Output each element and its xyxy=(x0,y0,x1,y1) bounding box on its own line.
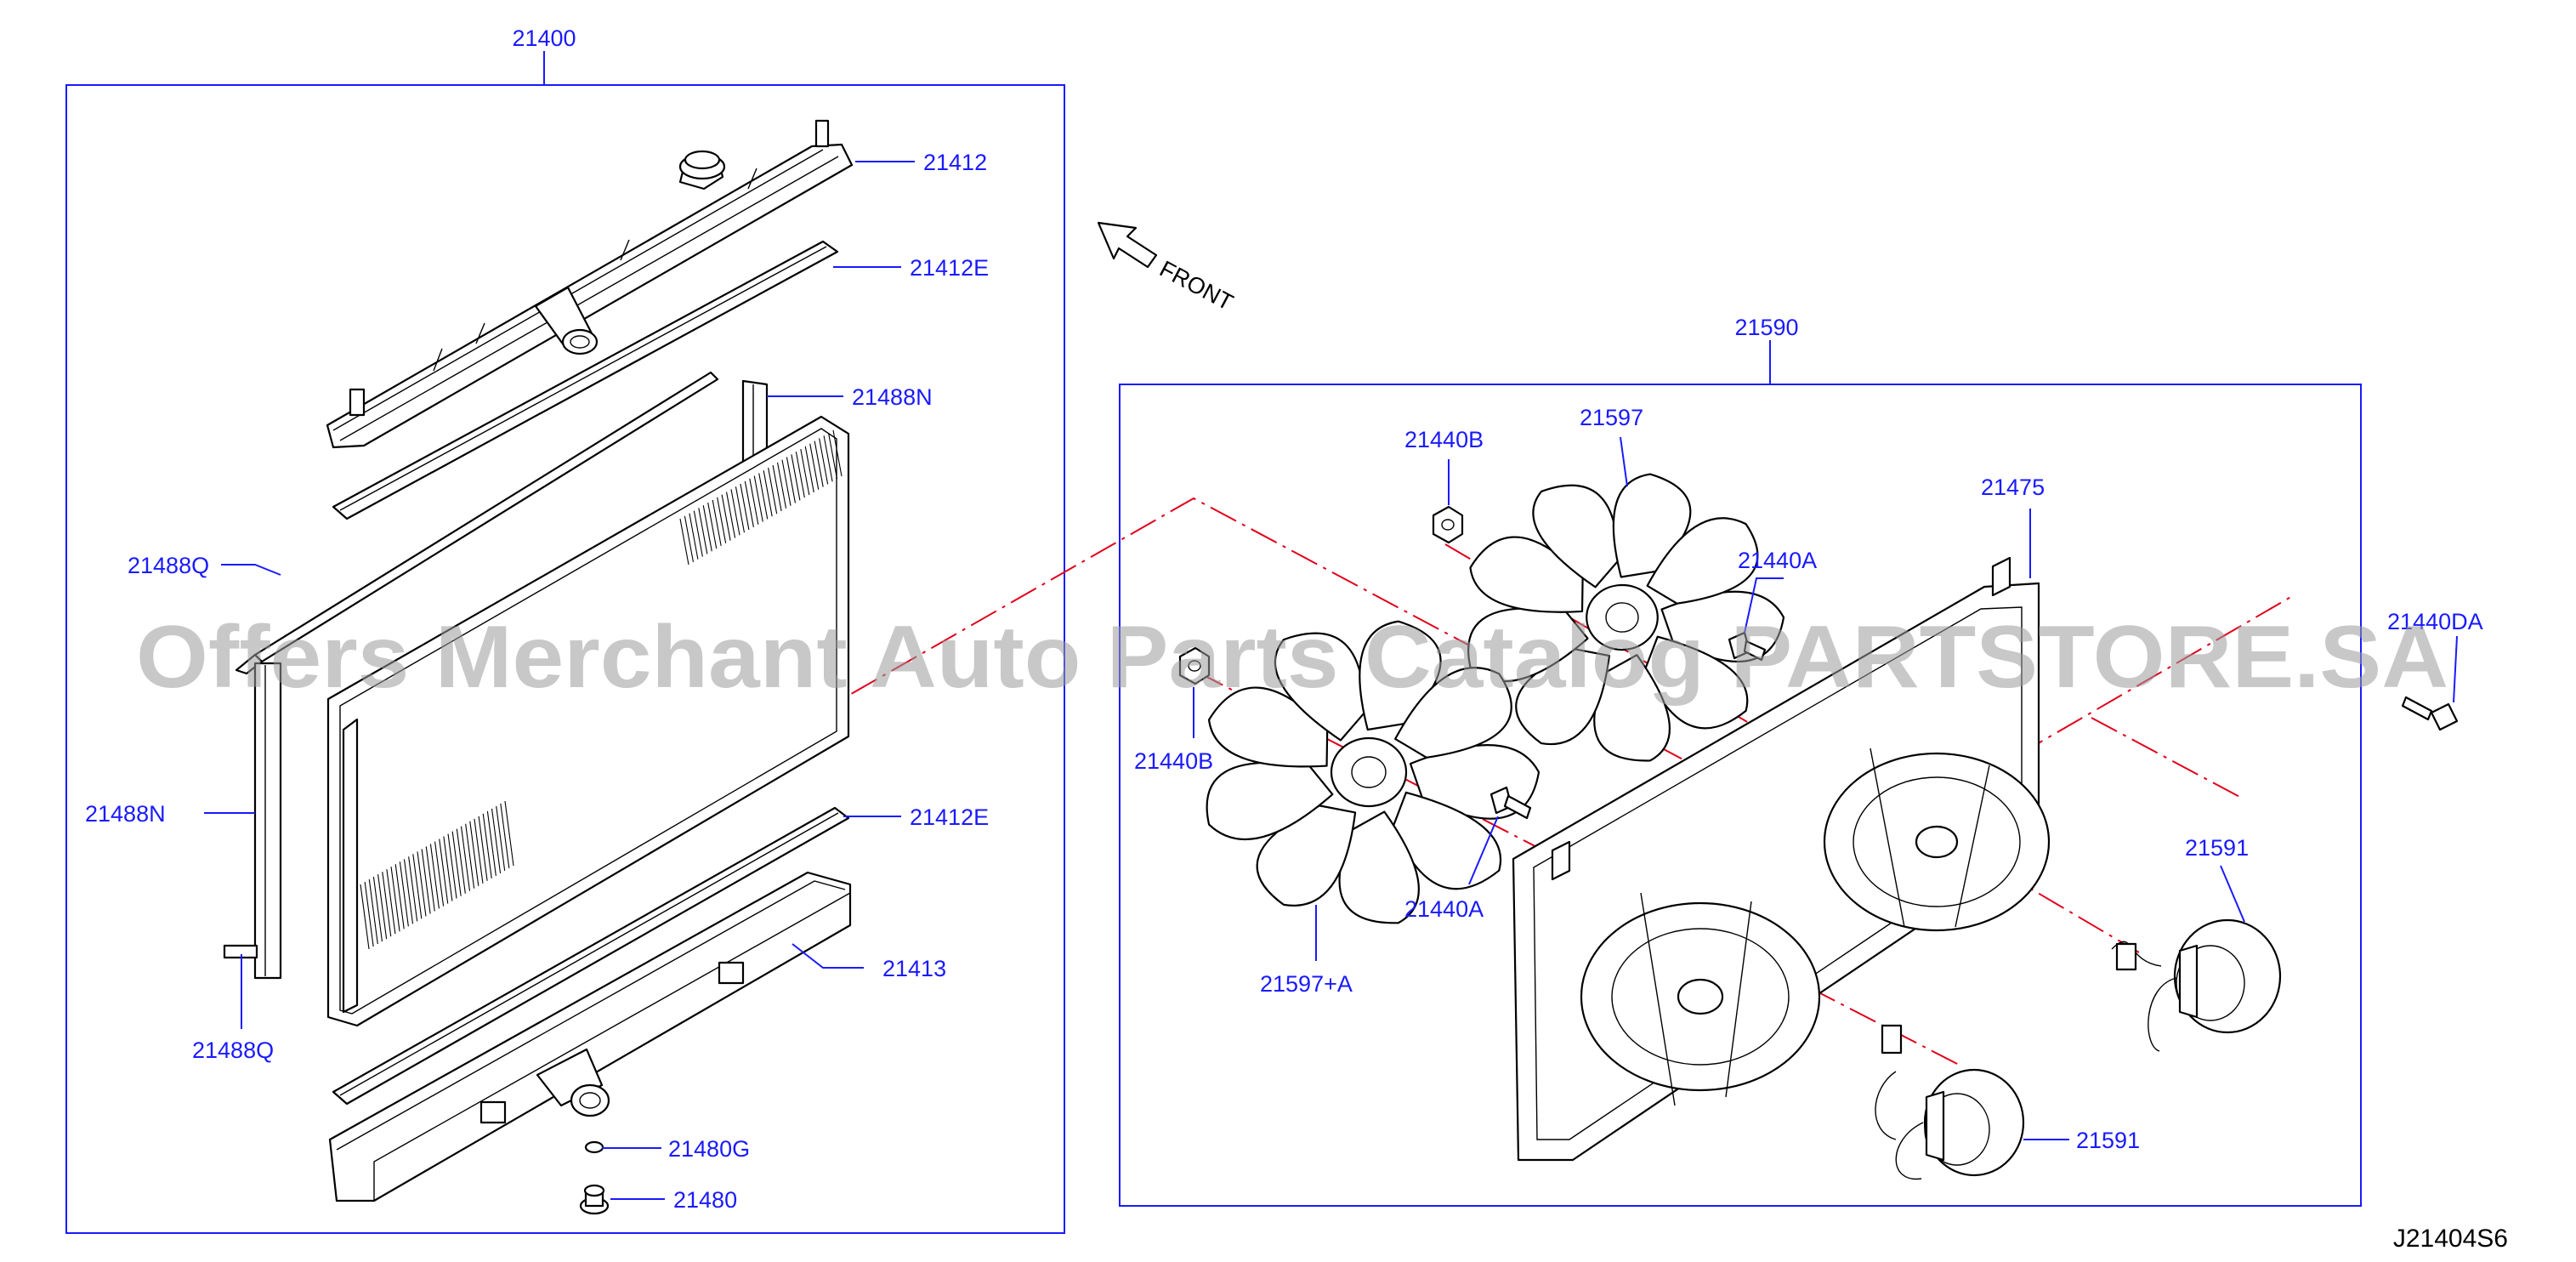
drain-plug[interactable] xyxy=(579,1184,610,1215)
radiator-core-fins-top xyxy=(679,429,843,566)
callout-21488n-right[interactable]: 21488N xyxy=(852,384,933,410)
callout-21591-right[interactable]: 21591 xyxy=(2185,835,2249,861)
drain-plug-o-ring[interactable] xyxy=(584,1140,604,1154)
radiator-lower-tank[interactable] xyxy=(328,871,852,1202)
callout-21440da[interactable]: 21440DA xyxy=(2387,609,2483,634)
callout-21412e-bottom[interactable]: 21412E xyxy=(910,804,989,830)
callout-21597-a[interactable]: 21597+A xyxy=(1260,971,1353,997)
watermark-text: Offers Merchant Auto Parts Catalog PARTS… xyxy=(136,608,2448,707)
callout-21480[interactable]: 21480 xyxy=(673,1187,737,1213)
callout-21475[interactable]: 21475 xyxy=(1981,475,2045,500)
upper-tank-gasket[interactable] xyxy=(332,240,839,520)
front-direction-label: FRONT xyxy=(1155,256,1237,316)
diagram-reference-code: J21404S6 xyxy=(2393,1225,2508,1253)
fan-shroud[interactable] xyxy=(1512,556,2051,1162)
callout-21597[interactable]: 21597 xyxy=(1580,405,1643,430)
fan-nut-left[interactable] xyxy=(1178,646,1211,685)
radiator-core[interactable] xyxy=(326,415,850,1027)
callout-21412e-top[interactable]: 21412E xyxy=(910,255,989,281)
callout-21488q-bottom[interactable]: 21488Q xyxy=(192,1037,274,1063)
radiator-group-frame xyxy=(65,84,1065,1234)
callout-21488q-top[interactable]: 21488Q xyxy=(128,553,209,578)
radiator-side-seal-left[interactable] xyxy=(223,662,282,980)
callout-21440a-bottom[interactable]: 21440A xyxy=(1404,896,1484,922)
cooling-fan-blade-upper[interactable] xyxy=(1467,473,1785,762)
callout-21413[interactable]: 21413 xyxy=(882,956,946,981)
lower-tank-gasket[interactable] xyxy=(332,806,850,1106)
fan-motor-right[interactable] xyxy=(2111,918,2282,1052)
callout-21440b-top[interactable]: 21440B xyxy=(1404,427,1484,452)
callout-21488n-left[interactable]: 21488N xyxy=(85,801,166,827)
fan-shroud-group-frame xyxy=(1119,384,2362,1207)
callout-21412[interactable]: 21412 xyxy=(923,150,987,175)
fan-nut-upper[interactable] xyxy=(1432,505,1464,544)
fan-motor-bottom[interactable] xyxy=(1875,1024,2025,1180)
cooling-fan-blade-lower[interactable] xyxy=(1206,620,1540,924)
front-direction-arrow-icon xyxy=(1097,221,1158,269)
callout-21591-bottom[interactable]: 21591 xyxy=(2076,1128,2140,1153)
callouts: 21412 21412E 21488N 21488Q 21488N 21412E… xyxy=(85,150,2483,1213)
group-number-radiator[interactable]: 21400 xyxy=(512,26,576,51)
shroud-bolt-lower[interactable] xyxy=(1489,786,1532,820)
shroud-bolt-upper[interactable] xyxy=(1728,631,1767,662)
shroud-bolt-right[interactable] xyxy=(2401,696,2459,731)
callout-21440a-top[interactable]: 21440A xyxy=(1738,548,1817,573)
radiator-seal-upper[interactable] xyxy=(235,371,719,675)
group-number-fan-shroud[interactable]: 21590 xyxy=(1734,315,1798,340)
radiator-upper-tank[interactable] xyxy=(326,119,854,449)
callout-21480g[interactable]: 21480G xyxy=(668,1136,750,1162)
callout-21440b-left[interactable]: 21440B xyxy=(1134,748,1213,774)
radiator-core-fins-bottom xyxy=(360,800,514,950)
